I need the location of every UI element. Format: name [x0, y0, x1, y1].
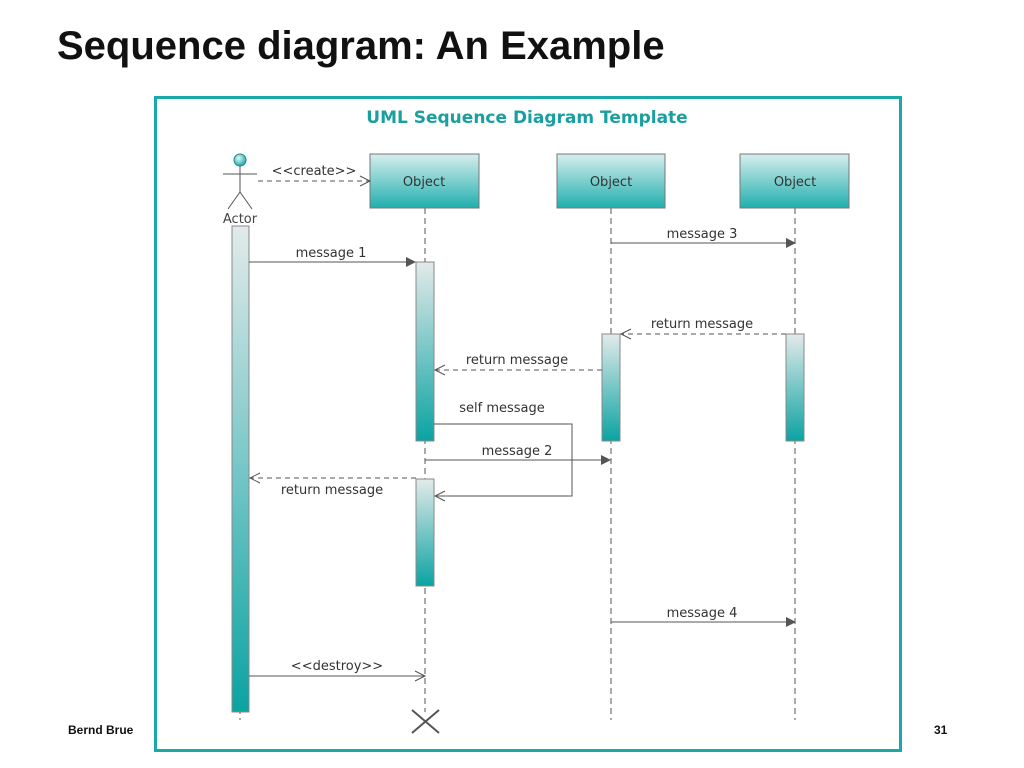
- return-actor-label: return message: [281, 483, 383, 498]
- self-message-arrowhead: [433, 490, 446, 502]
- footer-author: Bernd Brue: [68, 723, 134, 737]
- message-2-arrowhead: [601, 455, 611, 465]
- object-box-1: [369, 153, 480, 209]
- object-label-3: Object: [774, 175, 816, 190]
- message-4-arrowhead: [786, 617, 796, 627]
- destroy-x-icon: [411, 709, 440, 734]
- return-actor-arrowhead: [248, 472, 261, 484]
- message-3-label: message 3: [667, 227, 738, 242]
- object-label-2: Object: [590, 175, 632, 190]
- activation-object-2: [601, 333, 621, 442]
- return-obj2-label: return message: [466, 353, 568, 368]
- message-1-label: message 1: [296, 246, 367, 261]
- activation-object-3: [785, 333, 805, 442]
- create-arrowhead: [359, 175, 372, 187]
- create-label: <<create>>: [272, 164, 357, 179]
- message-2-label: message 2: [482, 444, 553, 459]
- object-label-1: Object: [403, 175, 445, 190]
- return-obj3-arrowhead: [619, 328, 632, 340]
- page-number: 31: [934, 723, 948, 737]
- object-box-3: [739, 153, 850, 209]
- self-message-label: self message: [459, 401, 545, 416]
- activation-actor: [231, 225, 250, 713]
- destroy-label: <<destroy>>: [291, 659, 383, 674]
- activation-object-1-a: [415, 261, 435, 442]
- diagram-title: UML Sequence Diagram Template: [366, 108, 687, 128]
- activation-object-1-b: [415, 478, 435, 587]
- object-box-2: [556, 153, 666, 209]
- return-obj3-label: return message: [651, 317, 753, 332]
- message-1-arrowhead: [406, 257, 416, 267]
- actor-label: Actor: [223, 212, 258, 227]
- message-3-arrowhead: [786, 238, 796, 248]
- return-obj2-arrowhead: [433, 364, 446, 376]
- message-4-label: message 4: [667, 606, 738, 621]
- actor-icon: [223, 153, 257, 210]
- destroy-arrowhead: [414, 670, 427, 682]
- slide-title: Sequence diagram: An Example: [57, 24, 665, 68]
